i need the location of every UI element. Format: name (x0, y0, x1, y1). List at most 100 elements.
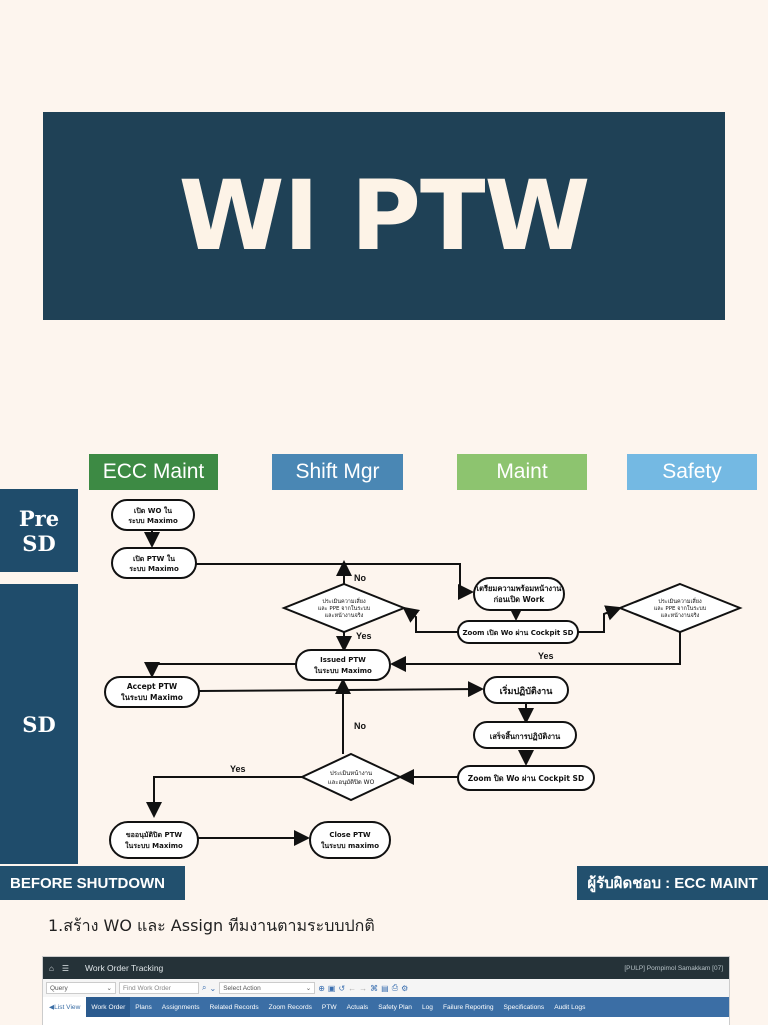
node-issued-line2: ในระบบ Maximo (314, 666, 372, 675)
tab-related-records[interactable]: Related Records (209, 1003, 259, 1011)
lane-maint: Maint (457, 454, 587, 490)
node-risk-sm-line1: ประเมินความเสี่ยง (322, 597, 366, 605)
node-prepare-line1: เตรียมความพร้อมหน้างาน (477, 584, 563, 593)
tab-failure-reporting[interactable]: Failure Reporting (442, 1003, 494, 1011)
node-request-line1: ขออนุมัติปิด PTW (126, 831, 182, 839)
node-open-ptw-line2: ระบบ Maximo (129, 565, 179, 573)
node-open-wo (111, 499, 195, 531)
select-action-dropdown[interactable]: Select Action ⌄ (219, 982, 316, 994)
tab-assignments[interactable]: Assignments (161, 1003, 200, 1011)
new-record-icon[interactable]: ⊕ (318, 983, 325, 993)
responsible-tag: ผู้รับผิดชอบ : ECC MAINT (577, 866, 768, 900)
tab-log[interactable]: Log (421, 1003, 433, 1011)
lane-safety: Safety (627, 454, 757, 490)
node-accept-line2: ในระบบ Maximo (121, 693, 183, 702)
node-close-ptw (309, 821, 391, 859)
previous-icon[interactable]: ← (348, 983, 357, 993)
before-shutdown-tag: BEFORE SHUTDOWN (0, 866, 185, 900)
undo-icon[interactable]: ↺ (338, 983, 346, 993)
node-open-ptw-line1: เปิด PTW ใน (133, 554, 175, 563)
node-finish-work-text: เสร็จสิ้นการปฏิบัติงาน (490, 730, 561, 741)
node-finish-work (473, 721, 577, 749)
label-no-1: No (354, 573, 366, 583)
node-zoom-close (457, 765, 595, 791)
node-start-work-text: เริ่มปฏิบัติงาน (500, 684, 554, 697)
phase-sd-label: SD (22, 711, 56, 737)
node-zoom-open (457, 620, 579, 644)
node-zoom-open-text: Zoom เปิด Wo ผ่าน Cockpit SD (462, 629, 573, 637)
title-banner: WI PTW (43, 112, 725, 320)
node-approve-line2: และอนุมัติปิด WO (328, 779, 375, 786)
phase-pre-label-2: SD (22, 530, 56, 556)
node-risk-sf-line3: และหน้างานจริง (661, 612, 700, 619)
search-icon[interactable]: ⌕ (202, 983, 207, 992)
node-zoom-close-text: Zoom ปิด Wo ผ่าน Cockpit SD (468, 774, 584, 783)
node-risk-sm-line2: และ PPE จากในระบบ (318, 605, 371, 612)
tab-work-order[interactable]: Work Order (86, 997, 131, 1017)
node-accept-ptw (104, 676, 200, 708)
find-work-order-placeholder: Find Work Order (123, 984, 171, 992)
label-yes-1: Yes (356, 631, 372, 641)
tab-plans[interactable]: Plans (135, 1003, 152, 1011)
tab-audit-logs[interactable]: Audit Logs (554, 1003, 586, 1011)
node-prepare-area (473, 577, 565, 611)
query-select-value: Query (50, 984, 68, 992)
maximo-screenshot: ⌂ ☰ Work Order Tracking [PULP] Pornpimol… (42, 956, 730, 1025)
user-label: [PULP] Pornpimol Samakkam [07] (624, 964, 723, 972)
chevron-down-icon: ⌄ (305, 985, 312, 992)
flow-diagram: เปิด WO ใน ระบบ Maximo เปิด PTW ใน ระบบ … (104, 499, 743, 859)
page-title: WI PTW (178, 160, 591, 272)
select-action-value: Select Action (223, 984, 261, 992)
phase-sd: SD (0, 584, 78, 864)
node-prepare-line2: ก่อนเปิด Work (494, 595, 546, 604)
node-accept-line1: Accept PTW (127, 682, 178, 691)
label-no-2: No (354, 721, 366, 731)
attachment-icon[interactable]: ⌘ (370, 983, 379, 993)
query-select[interactable]: Query ⌄ (46, 982, 116, 994)
node-request-close (109, 821, 199, 859)
save-icon[interactable]: ▣ (327, 983, 336, 993)
label-yes-2: Yes (538, 651, 554, 661)
lane-ecc-maint: ECC Maint (89, 454, 218, 490)
home-icon[interactable]: ⌂ (49, 963, 54, 973)
node-start-work (483, 676, 569, 704)
tab-list-view[interactable]: ◀ List View (43, 997, 87, 1017)
phase-pre-sd: Pre SD (0, 489, 78, 572)
node-risk-sf-line1: ประเมินความเสี่ยง (658, 597, 702, 605)
node-approve-line1: ประเมินหน้างาน (330, 770, 372, 777)
menu-icon[interactable]: ☰ (61, 963, 70, 973)
node-risk-sf-line2: และ PPE จากในระบบ (654, 605, 707, 612)
next-icon[interactable]: → (359, 983, 368, 993)
node-request-line2: ในระบบ Maximo (125, 841, 183, 850)
tab-zoom-records[interactable]: Zoom Records (268, 1003, 312, 1011)
phase-pre-label: Pre (18, 505, 60, 531)
maximo-titlebar: ⌂ ☰ Work Order Tracking [PULP] Pornpimol… (43, 957, 729, 979)
node-risk-sm-line3: และหน้างานจริง (325, 612, 364, 619)
node-approve-close (299, 752, 403, 802)
maximo-toolbar: Query ⌄ Find Work Order ⌕ ⌄ Select Actio… (43, 979, 729, 997)
node-issued-ptw (295, 649, 391, 681)
tab-specifications[interactable]: Specifications (503, 1003, 545, 1011)
node-close-line2: ในระบบ maximo (321, 841, 379, 850)
tab-list-view-label: List View (54, 1003, 81, 1011)
tab-ptw[interactable]: PTW (321, 1003, 337, 1011)
chevron-down-icon[interactable]: ⌄ (209, 983, 217, 993)
node-issued-line1: Issued PTW (320, 656, 366, 664)
app-title: Work Order Tracking (85, 963, 164, 973)
node-close-line1: Close PTW (329, 831, 371, 839)
node-open-wo-line1: เปิด WO ใน (134, 506, 172, 515)
node-risk-shiftmgr (281, 582, 407, 634)
tab-actuals[interactable]: Actuals (346, 1003, 369, 1011)
workflow-icon[interactable]: ⚙ (401, 983, 409, 993)
tab-safety-plan[interactable]: Safety Plan (378, 1003, 412, 1011)
find-work-order-input[interactable]: Find Work Order (119, 982, 199, 994)
node-risk-safety (617, 582, 743, 634)
node-open-ptw (111, 547, 197, 579)
ptw-flowchart: ECC Maint Shift Mgr Maint Safety Pre SD … (0, 432, 768, 902)
print-icon[interactable]: ⎙ (391, 983, 399, 992)
maximo-tab-bar: ◀ List View Work Order Plans Assignments… (43, 997, 729, 1017)
lane-shift-mgr: Shift Mgr (272, 454, 403, 490)
label-yes-3: Yes (230, 764, 246, 774)
node-open-wo-line2: ระบบ Maximo (128, 517, 178, 525)
document-icon[interactable]: ▤ (381, 983, 389, 993)
